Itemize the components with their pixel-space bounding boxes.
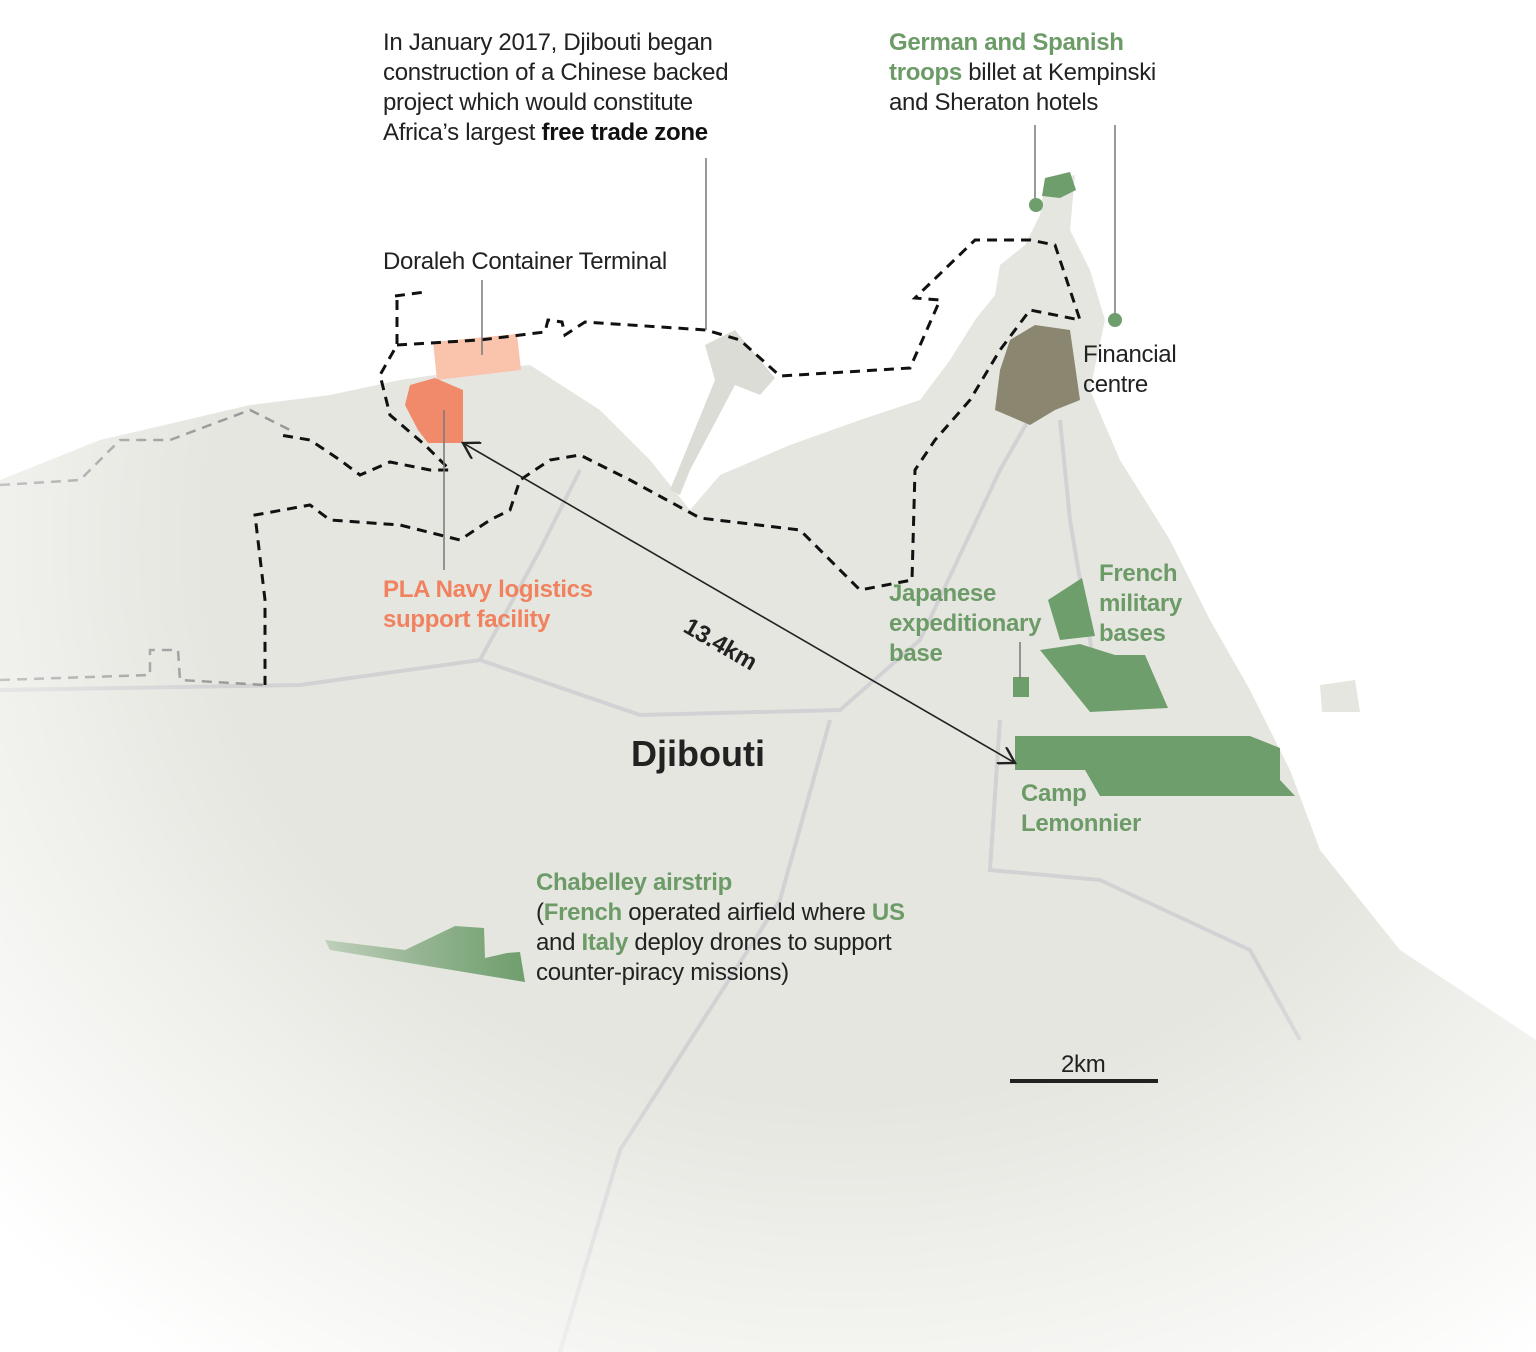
annotation-line: and Sheraton hotels <box>889 89 1099 116</box>
french-bases-label: French military bases <box>1099 559 1182 649</box>
annotation-line: project which would constitute <box>383 89 693 116</box>
pla-label: PLA Navy logistics support facility <box>383 575 593 635</box>
free-trade-zone-annotation: In January 2017, Djibouti began construc… <box>383 28 729 148</box>
green-text: US <box>871 899 905 926</box>
annotation-line: troops billet at Kempinski <box>889 58 1156 88</box>
text: ( <box>536 899 544 926</box>
label-line: centre <box>1083 371 1148 398</box>
label-line: PLA Navy logistics <box>383 576 593 603</box>
text: operated airfield where <box>621 899 872 926</box>
label-line: Camp <box>1021 780 1087 807</box>
annotation-title: Chabelley airstrip <box>536 869 733 896</box>
financial-centre-label: Financial centre <box>1083 340 1177 400</box>
scale-label: 2km <box>1061 1051 1106 1078</box>
city-label: Djibouti <box>631 733 765 774</box>
label-line: French <box>1099 560 1178 587</box>
annotation-line: counter-piracy missions) <box>536 959 789 986</box>
annotation-line: Africa’s largest free trade zone <box>383 118 728 148</box>
green-text: French <box>543 899 623 926</box>
annotation-line: (French operated airfield where US <box>536 898 905 928</box>
label-line: expeditionary <box>889 610 1042 637</box>
label-line: base <box>889 640 943 667</box>
text: Africa’s largest <box>383 119 542 146</box>
chabelley-annotation: Chabelley airstrip (French operated airf… <box>536 868 905 988</box>
label-line: Financial <box>1083 341 1177 368</box>
label-line: military <box>1099 590 1182 617</box>
label-line: Japanese <box>889 580 997 607</box>
annotation-line: In January 2017, Djibouti began <box>383 29 713 56</box>
annotation-line: construction of a Chinese backed <box>383 59 729 86</box>
japanese-base-label: Japanese expeditionary base <box>889 579 1041 669</box>
doraleh-label: Doraleh Container Terminal <box>383 248 667 275</box>
green-text: Italy <box>581 929 629 956</box>
annotation-line: and Italy deploy drones to support <box>536 928 905 958</box>
text: billet at Kempinski <box>961 59 1156 86</box>
green-text: troops <box>889 59 962 86</box>
bold-text: free trade zone <box>541 119 709 146</box>
annotation-line: German and Spanish <box>889 29 1124 56</box>
camp-lemonnier-label: Camp Lemonnier <box>1021 779 1141 839</box>
label-line: bases <box>1099 620 1166 647</box>
label-line: Lemonnier <box>1021 810 1141 837</box>
text: deploy drones to support <box>628 929 892 956</box>
text: and <box>536 929 582 956</box>
label-line: support facility <box>383 606 551 633</box>
german-spanish-annotation: German and Spanish troops billet at Kemp… <box>889 28 1156 118</box>
